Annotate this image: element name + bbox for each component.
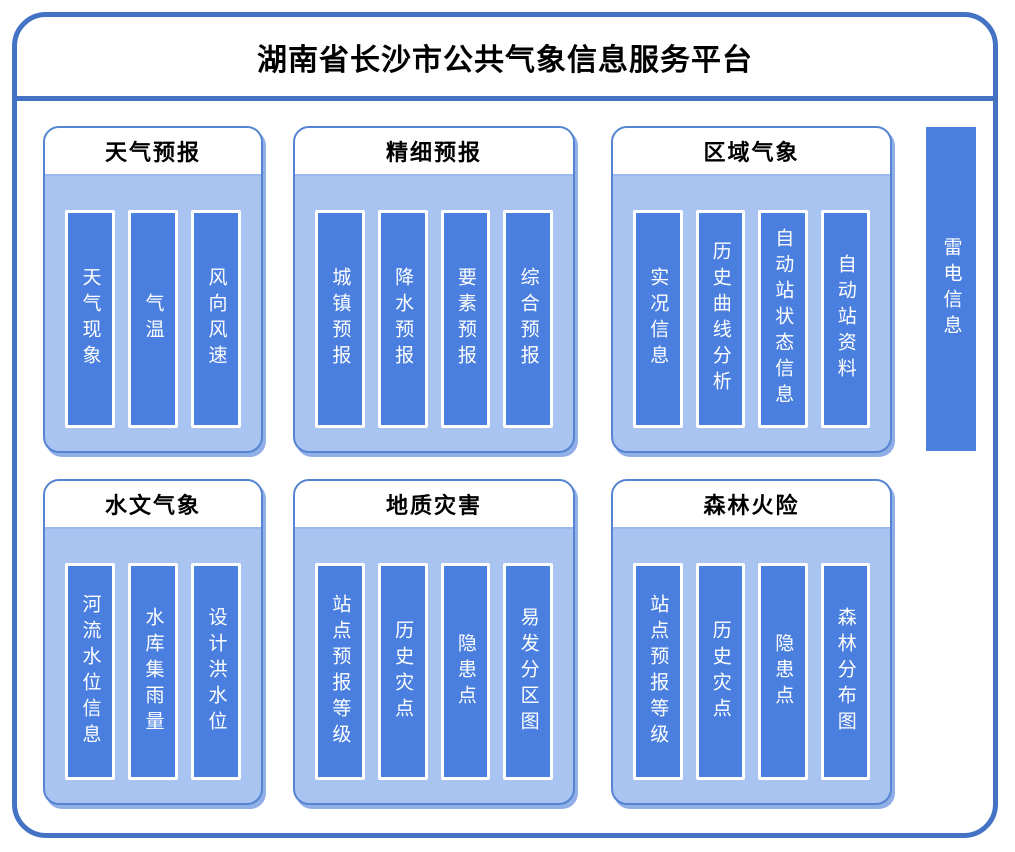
bar-reservoir-rainfall: 水库集雨量 bbox=[128, 563, 178, 780]
bar-label: 站点预报等级 bbox=[647, 593, 669, 750]
panel-hydrological-meteorology-body: 河流水位信息 水库集雨量 设计洪水位 bbox=[45, 529, 261, 803]
bar-lightning-information: 雷电信息 bbox=[926, 127, 976, 451]
bar-label: 综合预报 bbox=[517, 267, 539, 371]
bar-forest-distribution-map: 森林分布图 bbox=[820, 563, 870, 780]
bar-label: 降水预报 bbox=[392, 267, 414, 371]
bar-station-forecast-level: 站点预报等级 bbox=[315, 563, 365, 780]
bar-label: 实况信息 bbox=[647, 267, 669, 371]
bar-label: 自动站状态信息 bbox=[772, 228, 794, 410]
bar-hidden-danger-points: 隐患点 bbox=[758, 563, 808, 780]
panel-title: 天气预报 bbox=[104, 140, 201, 165]
bar-station-forecast-level: 站点预报等级 bbox=[633, 563, 683, 780]
panel-geological-disaster-header: 地质灾害 bbox=[295, 481, 573, 529]
bar-auto-station-data: 自动站资料 bbox=[820, 210, 870, 428]
bar-label: 设计洪水位 bbox=[205, 606, 227, 737]
bar-precipitation-forecast: 降水预报 bbox=[377, 210, 428, 428]
panel-forest-fire-risk: 森林火险 站点预报等级 历史灾点 隐患点 森林分布图 bbox=[611, 479, 892, 805]
bar-design-flood-level: 设计洪水位 bbox=[191, 563, 241, 780]
bar-element-forecast: 要素预报 bbox=[440, 210, 491, 428]
bar-wind-direction-speed: 风向风速 bbox=[191, 210, 241, 428]
bar-label: 城镇预报 bbox=[329, 267, 351, 371]
panel-weather-forecast: 天气预报 天气现象 气温 风向风速 bbox=[43, 126, 263, 453]
bar-label: 风向风速 bbox=[205, 267, 227, 371]
bar-historical-disaster-points: 历史灾点 bbox=[377, 563, 428, 780]
panel-fine-forecast-body: 城镇预报 降水预报 要素预报 综合预报 bbox=[295, 176, 573, 451]
bar-label: 隐患点 bbox=[454, 632, 476, 711]
bar-label: 历史曲线分析 bbox=[709, 241, 731, 397]
bar-label: 隐患点 bbox=[772, 632, 794, 711]
panel-title: 精细预报 bbox=[385, 140, 482, 165]
bar-label: 自动站资料 bbox=[834, 254, 856, 384]
panel-forest-fire-risk-body: 站点预报等级 历史灾点 隐患点 森林分布图 bbox=[613, 529, 890, 803]
bar-label: 易发分区图 bbox=[517, 606, 539, 737]
title-band: 湖南省长沙市公共气象信息服务平台 bbox=[17, 17, 993, 96]
panel-hydrological-meteorology: 水文气象 河流水位信息 水库集雨量 设计洪水位 bbox=[43, 479, 263, 805]
bar-label: 气温 bbox=[142, 293, 164, 345]
panel-weather-forecast-body: 天气现象 气温 风向风速 bbox=[45, 176, 261, 451]
bar-label: 森林分布图 bbox=[834, 606, 856, 737]
bar-live-information: 实况信息 bbox=[633, 210, 683, 428]
bar-label: 要素预报 bbox=[454, 267, 476, 371]
bar-weather-phenomena: 天气现象 bbox=[65, 210, 115, 428]
panel-hydrological-meteorology-header: 水文气象 bbox=[45, 481, 261, 529]
panel-regional-meteorology: 区域气象 实况信息 历史曲线分析 自动站状态信息 自动站资料 bbox=[611, 126, 892, 453]
page-title: 湖南省长沙市公共气象信息服务平台 bbox=[257, 43, 753, 77]
panel-title: 森林火险 bbox=[703, 493, 800, 518]
panel-weather-forecast-header: 天气预报 bbox=[45, 128, 261, 176]
bar-label: 雷电信息 bbox=[940, 237, 962, 341]
bar-hidden-danger-points: 隐患点 bbox=[440, 563, 491, 780]
panel-forest-fire-risk-header: 森林火险 bbox=[613, 481, 890, 529]
panel-title: 水文气象 bbox=[104, 493, 201, 518]
panel-title: 区域气象 bbox=[703, 140, 800, 165]
bar-town-forecast: 城镇预报 bbox=[315, 210, 365, 428]
panel-regional-meteorology-body: 实况信息 历史曲线分析 自动站状态信息 自动站资料 bbox=[613, 176, 890, 451]
bar-history-curve-analysis: 历史曲线分析 bbox=[695, 210, 745, 428]
panel-regional-meteorology-header: 区域气象 bbox=[613, 128, 890, 176]
bar-label: 历史灾点 bbox=[709, 619, 731, 724]
panel-geological-disaster: 地质灾害 站点预报等级 历史灾点 隐患点 易发分区图 bbox=[293, 479, 575, 805]
bar-susceptibility-zone-map: 易发分区图 bbox=[503, 563, 553, 780]
bar-label: 站点预报等级 bbox=[329, 593, 351, 750]
panel-fine-forecast: 精细预报 城镇预报 降水预报 要素预报 综合预报 bbox=[293, 126, 575, 453]
bar-historical-disaster-points: 历史灾点 bbox=[695, 563, 745, 780]
panel-geological-disaster-body: 站点预报等级 历史灾点 隐患点 易发分区图 bbox=[295, 529, 573, 803]
panel-fine-forecast-header: 精细预报 bbox=[295, 128, 573, 176]
bar-auto-station-status-info: 自动站状态信息 bbox=[758, 210, 808, 428]
bar-label: 河流水位信息 bbox=[79, 593, 101, 750]
bar-comprehensive-forecast: 综合预报 bbox=[503, 210, 553, 428]
bar-river-water-level-info: 河流水位信息 bbox=[65, 563, 115, 780]
bar-label: 历史灾点 bbox=[392, 619, 414, 724]
title-divider-line bbox=[15, 96, 995, 101]
panel-title: 地质灾害 bbox=[385, 493, 482, 518]
bar-label: 天气现象 bbox=[79, 267, 101, 371]
bar-air-temperature: 气温 bbox=[128, 210, 178, 428]
bar-label: 水库集雨量 bbox=[142, 606, 164, 737]
